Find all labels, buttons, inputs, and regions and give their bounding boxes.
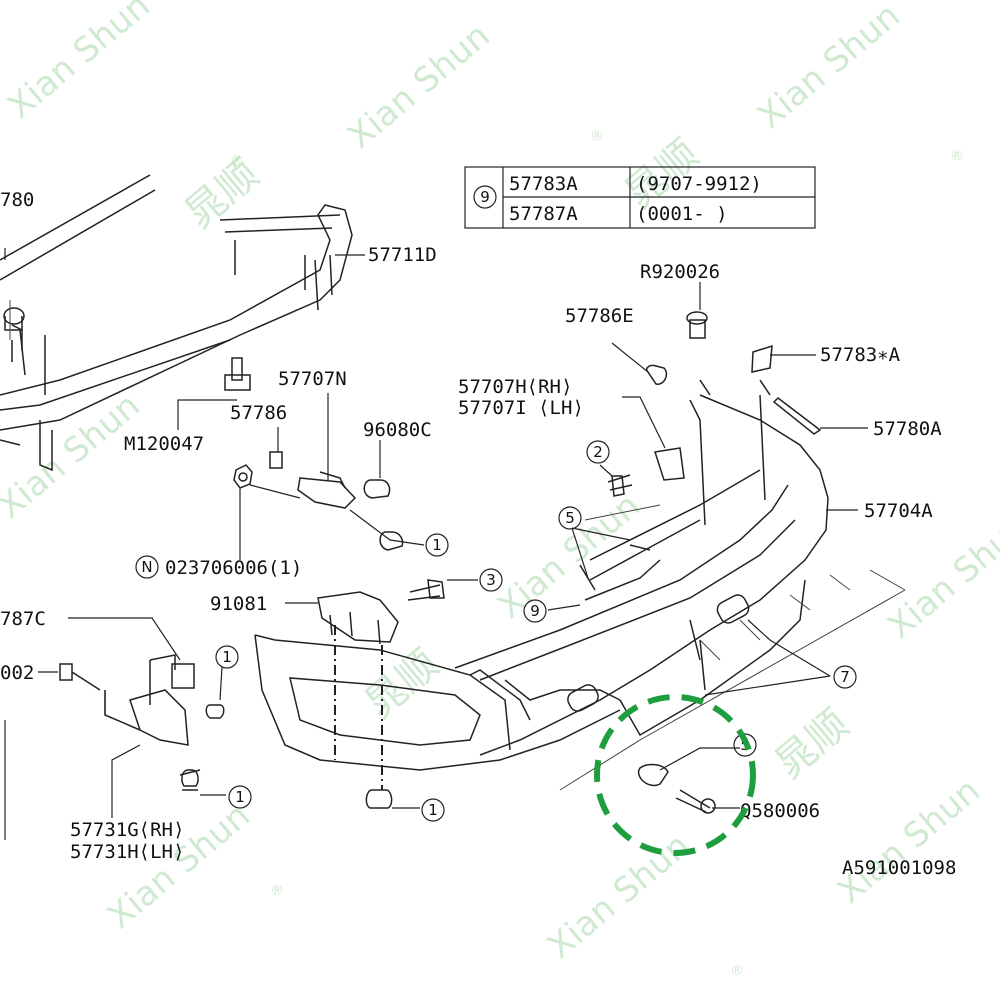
watermark-registered: ® <box>590 128 604 144</box>
part-labels: 780 57711D R920026 57786E 57783∗A 57707H… <box>0 189 956 879</box>
callout-circle <box>473 185 497 209</box>
highlight-circle <box>594 694 756 856</box>
label-57731H: 57731H⟨LH⟩ <box>70 841 184 863</box>
label-N023706006: 023706006(1) <box>165 557 302 579</box>
callout-1: 1 <box>235 788 245 806</box>
bumper-face <box>454 379 829 756</box>
watermark-text: Xian Shun <box>540 826 698 967</box>
callout-circle <box>228 785 252 809</box>
callout-circle <box>733 733 757 757</box>
watermark-registered: ® <box>950 148 964 164</box>
callout-9: 9 <box>480 188 490 206</box>
table-row-range: (9707-9912) <box>636 173 762 195</box>
callout-7: 7 <box>840 668 850 686</box>
lower-bumper <box>254 469 761 771</box>
label-Q580006: Q580006 <box>740 800 820 822</box>
table-row-range: (0001- ) <box>636 203 728 225</box>
label-57780-cut: 780 <box>0 189 34 211</box>
label-R920026: R920026 <box>640 261 720 283</box>
watermark-registered: ® <box>730 963 744 979</box>
watermark-registered: ® <box>230 153 244 169</box>
label-91081: 91081 <box>210 593 267 615</box>
label-57780A: 57780A <box>873 418 942 440</box>
label-57786E: 57786E <box>565 305 634 327</box>
table-row-part: 57783A <box>509 173 578 195</box>
label-57783A-star: 57783∗A <box>820 344 901 366</box>
callout-9: 9 <box>530 602 540 620</box>
reinforcement-beam <box>0 174 353 472</box>
drawing-code: A591001098 <box>842 857 956 879</box>
label-96080C: 96080C <box>363 419 432 441</box>
callout-3: 3 <box>486 571 496 589</box>
callout-1: 1 <box>222 648 232 666</box>
callout-1: 1 <box>428 801 438 819</box>
callouts: 9 2 5 9 1 3 1 1 1 7 5 N <box>135 185 857 822</box>
watermark-text: Xian Shun <box>750 0 908 137</box>
center-lines <box>334 625 383 790</box>
fasteners <box>224 311 822 814</box>
watermark-text: Xian Shun <box>100 796 258 937</box>
callout-circle <box>586 440 610 464</box>
callout-circle <box>135 555 159 579</box>
table-row-part: 57787A <box>509 203 578 225</box>
watermark-registered: ® <box>270 883 284 899</box>
ground-lines <box>559 504 906 791</box>
callout-circle <box>523 599 547 623</box>
watermark-text: Xian Shun <box>880 506 1000 647</box>
callout-circle <box>558 506 582 530</box>
watermark-chinese: 晁顺 <box>767 701 858 788</box>
callout-n-mark: N <box>141 558 152 576</box>
bracket-91081 <box>317 591 399 645</box>
label-57731G: 57731G⟨RH⟩ <box>70 819 184 841</box>
callout-circle <box>425 533 449 557</box>
callout-circle <box>215 645 239 669</box>
label-57704A: 57704A <box>864 500 933 522</box>
callout-1: 1 <box>432 536 442 554</box>
reference-table: 57783A (9707-9912) 57787A (0001- ) <box>464 166 816 229</box>
watermark-text: Xian Shun <box>830 771 988 912</box>
label-57707I: 57707I ⟨LH⟩ <box>458 397 584 419</box>
leader-lines <box>4 248 868 840</box>
label-57707H: 57707H⟨RH⟩ <box>458 376 572 398</box>
label-57707N: 57707N <box>278 368 347 390</box>
callout-2: 2 <box>593 443 603 461</box>
label-57711D: 57711D <box>368 244 437 266</box>
callout-5: 5 <box>565 509 575 527</box>
watermark-chinese: 晁顺 <box>177 151 268 238</box>
watermark-text: Xian Shun <box>340 16 498 157</box>
label-M120047: M120047 <box>124 433 204 455</box>
label-57786: 57786 <box>230 402 287 424</box>
label-002-cut: 002 <box>0 662 34 684</box>
callout-circle <box>479 568 503 592</box>
side-bracket <box>59 654 393 809</box>
callout-circle <box>421 798 445 822</box>
label-57787C-cut: 787C <box>0 608 46 630</box>
callout-circle <box>833 665 857 689</box>
watermark-text: Xian Shun <box>0 0 158 127</box>
